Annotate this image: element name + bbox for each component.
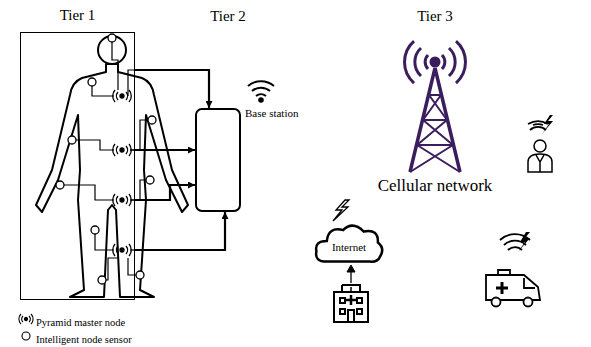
- hospital-icon: [334, 265, 368, 322]
- legend-symbols: [19, 314, 33, 340]
- legend-entry: Pyramid master node: [36, 312, 125, 330]
- station-label: Base station: [245, 107, 298, 119]
- body-outline: [36, 64, 188, 297]
- master-nodes: [113, 90, 132, 256]
- tier-box: Tier 1: [20, 32, 135, 300]
- tier-label: Tier 2: [210, 8, 246, 25]
- legend-text: Pyramid master node: [36, 317, 125, 328]
- network-label: Cellular network: [378, 176, 493, 196]
- arrow-connector: [135, 70, 209, 108]
- sensor-nodes: [56, 34, 156, 284]
- sensor-wires: [60, 42, 152, 280]
- ambulance-icon: [486, 232, 540, 307]
- legend-entry: Intelligent node sensor: [36, 329, 132, 347]
- arrow-connector: [135, 212, 225, 250]
- doctor-icon: [528, 115, 553, 172]
- arrow-connector: [135, 185, 195, 200]
- cloud-node: Internet: [312, 222, 386, 266]
- tier-label: Tier 1: [60, 7, 96, 24]
- tier-label: Tier 3: [417, 8, 453, 25]
- phone-box: Base station: [195, 108, 241, 212]
- signal-bolt: [333, 200, 349, 221]
- cloud-label: Internet: [332, 241, 366, 253]
- legend-text: Intelligent node sensor: [36, 334, 132, 345]
- arrow-connector: [135, 149, 195, 151]
- cell-tower: [405, 41, 466, 172]
- wifi-symbol: [248, 81, 274, 102]
